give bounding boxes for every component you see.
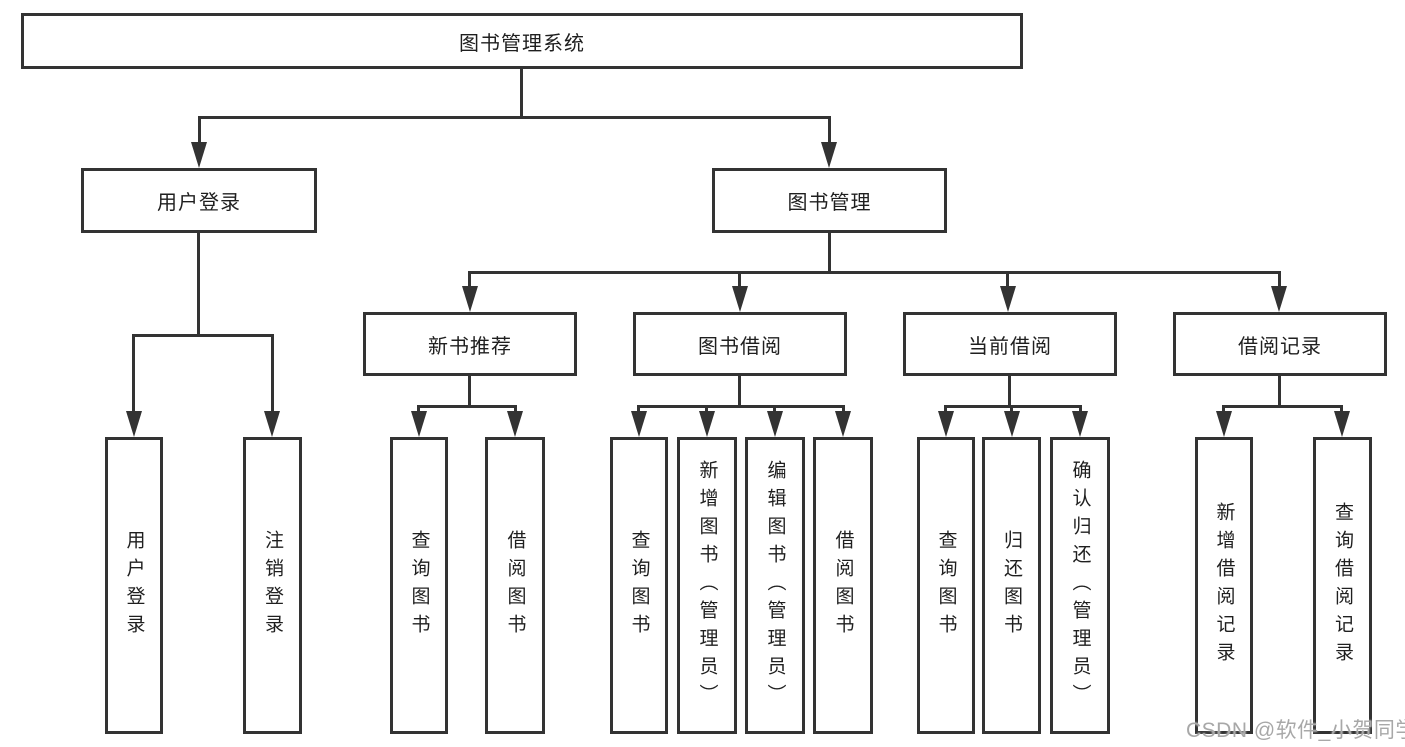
arrow-down-icon [507, 411, 523, 437]
leaf-label: 注销登录 [262, 529, 283, 642]
connector-line [520, 68, 523, 118]
connector-line [1008, 376, 1011, 408]
connector-line [1222, 405, 1343, 408]
node-book-management-label: 图书管理 [787, 192, 872, 214]
arrow-down-icon [1072, 411, 1088, 437]
connector-line [828, 116, 831, 146]
connector-line [842, 405, 845, 415]
connector-line [417, 405, 420, 415]
node-leaf-query-books-recommend: 查询图书 [390, 437, 448, 734]
node-root-label: 图书管理系统 [459, 32, 585, 55]
leaf-label: 借阅图书 [832, 529, 854, 642]
node-book-management: 图书管理 [712, 168, 947, 233]
node-current-borrowing: 当前借阅 [903, 312, 1117, 376]
arrow-down-icon [767, 411, 783, 437]
node-borrowing-records: 借阅记录 [1173, 312, 1387, 376]
arrow-down-icon [938, 411, 954, 437]
leaf-label: 查询图书 [628, 529, 650, 642]
arrow-down-icon [732, 286, 748, 312]
connector-line [514, 405, 517, 415]
arrow-down-icon [1004, 411, 1020, 437]
connector-line [198, 116, 201, 146]
connector-line [198, 116, 831, 119]
node-leaf-borrow-books-borrowing: 借阅图书 [813, 437, 873, 734]
node-book-borrowing-label: 图书借阅 [698, 335, 782, 358]
connector-line [468, 271, 1281, 274]
leaf-label: 查询图书 [408, 529, 430, 642]
connector-line [197, 233, 200, 336]
connector-line [1222, 405, 1225, 415]
connector-line [828, 233, 831, 274]
connector-line [637, 405, 845, 408]
node-leaf-confirm-return-admin: 确认归还（管理员） [1050, 437, 1110, 734]
arrow-down-icon [821, 142, 837, 168]
connector-line [773, 405, 776, 415]
node-leaf-add-books-admin: 新增图书（管理员） [677, 437, 737, 734]
leaf-label: 编辑图书（管理员） [764, 459, 786, 712]
node-user-login: 用户登录 [81, 168, 317, 233]
connector-line [1340, 405, 1343, 415]
arrow-down-icon [191, 142, 207, 168]
arrow-down-icon [411, 411, 427, 437]
connector-line [1010, 405, 1013, 415]
arrow-down-icon [699, 411, 715, 437]
node-leaf-user-login: 用户登录 [105, 437, 163, 734]
connector-line [944, 405, 1082, 408]
arrow-down-icon [126, 411, 142, 437]
connector-line [705, 405, 708, 415]
node-leaf-add-borrow-record: 新增借阅记录 [1195, 437, 1253, 734]
leaf-label: 归还图书 [1001, 529, 1022, 642]
leaf-label: 用户登录 [123, 529, 145, 642]
node-leaf-borrow-books-recommend: 借阅图书 [485, 437, 545, 734]
arrow-down-icon [462, 286, 478, 312]
node-borrowing-records-label: 借阅记录 [1238, 335, 1322, 358]
arrow-down-icon [1000, 286, 1016, 312]
node-new-book-recommend: 新书推荐 [363, 312, 577, 376]
connector-line [738, 271, 741, 291]
node-leaf-logout: 注销登录 [243, 437, 302, 734]
arrow-down-icon [631, 411, 647, 437]
node-leaf-query-books-borrowing: 查询图书 [610, 437, 668, 734]
node-leaf-query-books-current: 查询图书 [917, 437, 975, 734]
node-leaf-return-books: 归还图书 [982, 437, 1041, 734]
connector-line [738, 376, 741, 408]
node-user-login-label: 用户登录 [157, 192, 241, 214]
connector-line [1006, 271, 1009, 291]
connector-line [417, 405, 517, 408]
arrow-down-icon [264, 411, 280, 437]
watermark: CSDN @软件_小贺同学 [1186, 719, 1405, 742]
node-root: 图书管理系统 [21, 13, 1023, 69]
connector-line [1079, 405, 1082, 415]
node-current-borrowing-label: 当前借阅 [968, 335, 1052, 358]
leaf-label: 新增图书（管理员） [696, 459, 718, 712]
leaf-label: 借阅图书 [504, 529, 526, 642]
node-leaf-edit-books-admin: 编辑图书（管理员） [745, 437, 805, 734]
leaf-label: 新增借阅记录 [1213, 501, 1235, 670]
connector-line [1278, 376, 1281, 408]
connector-line [468, 376, 471, 408]
connector-line [468, 271, 471, 291]
connector-line [637, 405, 640, 415]
arrow-down-icon [835, 411, 851, 437]
node-new-book-recommend-label: 新书推荐 [428, 335, 512, 358]
connector-line [271, 334, 274, 414]
arrow-down-icon [1216, 411, 1232, 437]
leaf-label: 确认归还（管理员） [1069, 459, 1091, 712]
connector-line [944, 405, 947, 415]
leaf-label: 查询图书 [935, 529, 957, 642]
arrow-down-icon [1334, 411, 1350, 437]
node-book-borrowing: 图书借阅 [633, 312, 847, 376]
node-leaf-query-borrow-record: 查询借阅记录 [1313, 437, 1372, 734]
leaf-label: 查询借阅记录 [1332, 501, 1353, 670]
connector-line [132, 334, 135, 414]
connector-line [132, 334, 274, 337]
connector-line [1278, 271, 1281, 291]
arrow-down-icon [1271, 286, 1287, 312]
